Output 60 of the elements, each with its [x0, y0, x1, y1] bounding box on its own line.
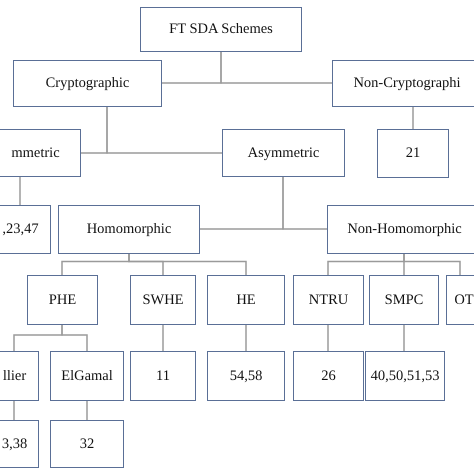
node-label: Homomorphic	[86, 221, 172, 238]
category-box	[332, 60, 474, 107]
node-label: mmetric	[11, 144, 60, 162]
category-box	[50, 351, 124, 401]
node-label: Non-Cryptographi	[353, 75, 461, 92]
node-label: 11	[156, 368, 170, 384]
node-label: llier	[2, 368, 26, 384]
connector-line	[61, 325, 88, 351]
category-box	[140, 7, 302, 52]
category-box	[327, 205, 474, 254]
category-box	[130, 275, 196, 325]
node-label: 32	[80, 436, 94, 452]
node-label: 54,58	[230, 368, 262, 384]
node-label: SWHE	[142, 292, 184, 308]
connector-line	[128, 254, 247, 275]
category-box	[222, 129, 345, 177]
connector-line	[220, 52, 332, 84]
category-box	[365, 351, 445, 401]
node-label: SMPC	[384, 292, 424, 308]
connector-line	[162, 325, 164, 351]
category-box	[0, 205, 51, 254]
category-box	[130, 351, 196, 401]
node-label: PHE	[48, 292, 76, 308]
connector-line	[327, 325, 329, 351]
category-box	[207, 351, 285, 401]
connector-line	[403, 254, 461, 275]
connector-line	[412, 107, 414, 129]
connector-line	[282, 177, 327, 230]
category-box	[446, 275, 474, 325]
connector-line	[19, 177, 21, 205]
category-box	[0, 351, 39, 401]
category-box	[0, 420, 39, 468]
node-label: 40,50,51,53	[370, 368, 440, 384]
connector-line	[403, 325, 405, 351]
node-label: HE	[236, 292, 256, 308]
category-box	[27, 275, 98, 325]
node-label: ,23,47	[2, 221, 39, 238]
connector-line	[86, 401, 88, 420]
node-label: Asymmetric	[248, 144, 320, 162]
node-label: FT SDA Schemes	[169, 21, 273, 38]
category-box	[369, 275, 439, 325]
category-box	[207, 275, 285, 325]
connector-line	[13, 401, 15, 420]
connector-line	[106, 107, 222, 154]
category-box	[13, 60, 162, 107]
category-box	[0, 129, 81, 177]
category-box	[58, 205, 200, 254]
node-label: Non-Homomorphic	[347, 221, 462, 238]
node-label: OT	[454, 292, 474, 308]
node-label: NTRU	[308, 292, 348, 308]
node-label: 26	[321, 368, 336, 384]
category-box	[293, 351, 364, 401]
connector-line	[245, 325, 247, 351]
node-label: Cryptographic	[46, 75, 130, 92]
category-box	[293, 275, 364, 325]
category-box	[377, 129, 449, 178]
node-label: 3,38	[2, 436, 28, 452]
node-label: ElGamal	[61, 368, 113, 384]
category-box	[50, 420, 124, 468]
node-label: 21	[406, 145, 420, 162]
